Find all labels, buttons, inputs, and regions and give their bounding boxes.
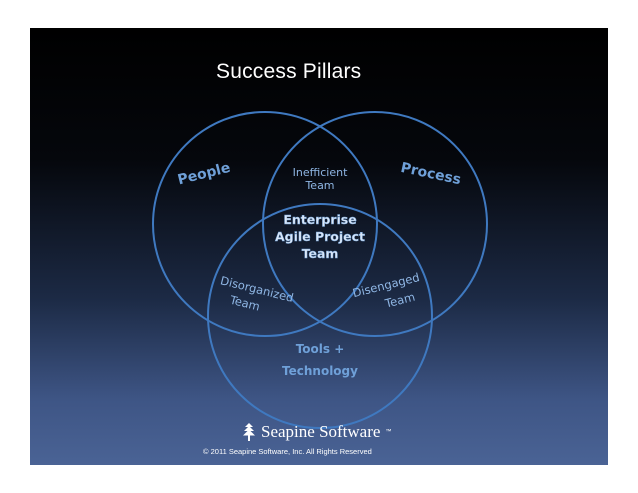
logo-text: Seapine Software (261, 422, 381, 441)
enterprise-label-line2: Agile Project (275, 229, 365, 244)
enterprise-label-line1: Enterprise (283, 212, 356, 227)
inefficient-label-line1: Inefficient (293, 166, 348, 179)
process-label: Process (399, 160, 462, 188)
venn-diagram: People Process Inefficient Team Enterpri… (152, 111, 488, 429)
tools-circle (207, 203, 433, 429)
slide: Success Pillars People Process Inefficie… (30, 28, 608, 465)
people-circle (152, 111, 378, 337)
enterprise-label-line3: Team (302, 246, 339, 261)
tools-label-line1: Tools + (296, 342, 345, 356)
inefficient-label-line2: Team (304, 179, 334, 192)
tools-label-line2: Technology (282, 364, 358, 378)
copyright-text: © 2011 Seapine Software, Inc. All Rights… (203, 447, 372, 456)
tree-icon (243, 423, 255, 441)
seapine-logo: Seapine Software ™ (242, 422, 391, 442)
disengaged-label-line2: Team (383, 290, 417, 311)
process-circle (262, 111, 488, 337)
slide-title: Success Pillars (216, 60, 362, 83)
logo-trademark: ™ (385, 429, 392, 435)
people-label: People (176, 160, 232, 189)
